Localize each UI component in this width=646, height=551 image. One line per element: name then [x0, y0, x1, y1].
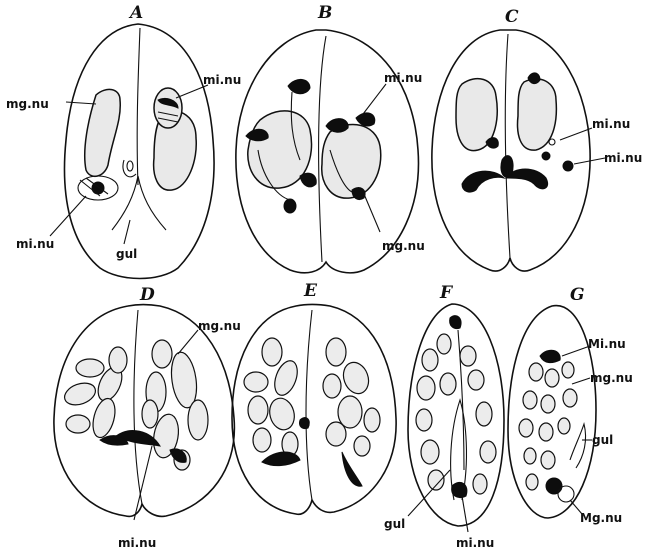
label-mg-nu-d: mg.nu	[198, 319, 241, 333]
macronucleus-b-right	[322, 124, 381, 198]
label-mi-nu-d: mi.nu	[118, 536, 156, 550]
gullet-g	[570, 424, 586, 468]
division-line-e	[306, 310, 312, 500]
label-mg-nu-g-2: Mg.nu	[580, 511, 622, 525]
panel-b-letter: B	[317, 3, 332, 23]
macronucleus-g-dark	[546, 478, 562, 494]
macronucleus-a-left	[85, 89, 121, 176]
panel-c-letter: C	[505, 7, 519, 27]
label-mi-nu-g: Mi.nu	[588, 337, 626, 351]
label-mg-nu-g: mg.nu	[590, 371, 633, 385]
panel-b: B mi.nu mg.nu	[236, 3, 425, 273]
label-mi-nu-b: mi.nu	[384, 71, 422, 85]
label-mi-nu-a: mi.nu	[203, 73, 241, 87]
label-mi-nu-a-2: mi.nu	[16, 237, 54, 251]
label-mi-nu-f: mi.nu	[456, 536, 494, 550]
label-gul-g: gul	[592, 433, 613, 447]
micronucleus-g	[540, 350, 560, 362]
label-mi-nu-c-2: mi.nu	[604, 151, 642, 165]
panel-a: A mg.nu mi.nu mi.nu gul	[6, 3, 241, 279]
label-gul-f: gul	[384, 517, 405, 531]
panel-f-letter: F	[439, 283, 454, 303]
macronuclear-fragments-e	[244, 338, 380, 486]
label-mg-nu-a: mg.nu	[6, 97, 49, 111]
panel-d-letter: D	[139, 285, 155, 305]
label-gul-a: gul	[116, 247, 137, 261]
panel-g: G Mi.nu mg.nu gul Mg.nu	[508, 285, 633, 525]
division-line-a	[137, 28, 140, 185]
panel-d: D mg.nu mi.nu	[54, 285, 241, 550]
cell-outline-c	[432, 30, 590, 271]
micronucleus-f-bottom	[452, 482, 467, 497]
panel-e: E	[232, 281, 396, 514]
panel-e-letter: E	[303, 281, 318, 301]
micronucleus-f-top	[450, 316, 461, 329]
panel-g-letter: G	[570, 285, 585, 305]
panel-c: C mi.nu mi.nu	[432, 7, 642, 271]
label-mg-nu-b: mg.nu	[382, 239, 425, 253]
division-line-c	[505, 34, 510, 258]
division-line-d	[134, 310, 142, 504]
panel-a-letter: A	[128, 3, 143, 23]
macronuclear-fragments-g	[519, 362, 577, 490]
label-mi-nu-c-1: mi.nu	[592, 117, 630, 131]
panel-f: F gul mi.nu	[384, 283, 504, 550]
macronucleus-g	[558, 486, 574, 502]
